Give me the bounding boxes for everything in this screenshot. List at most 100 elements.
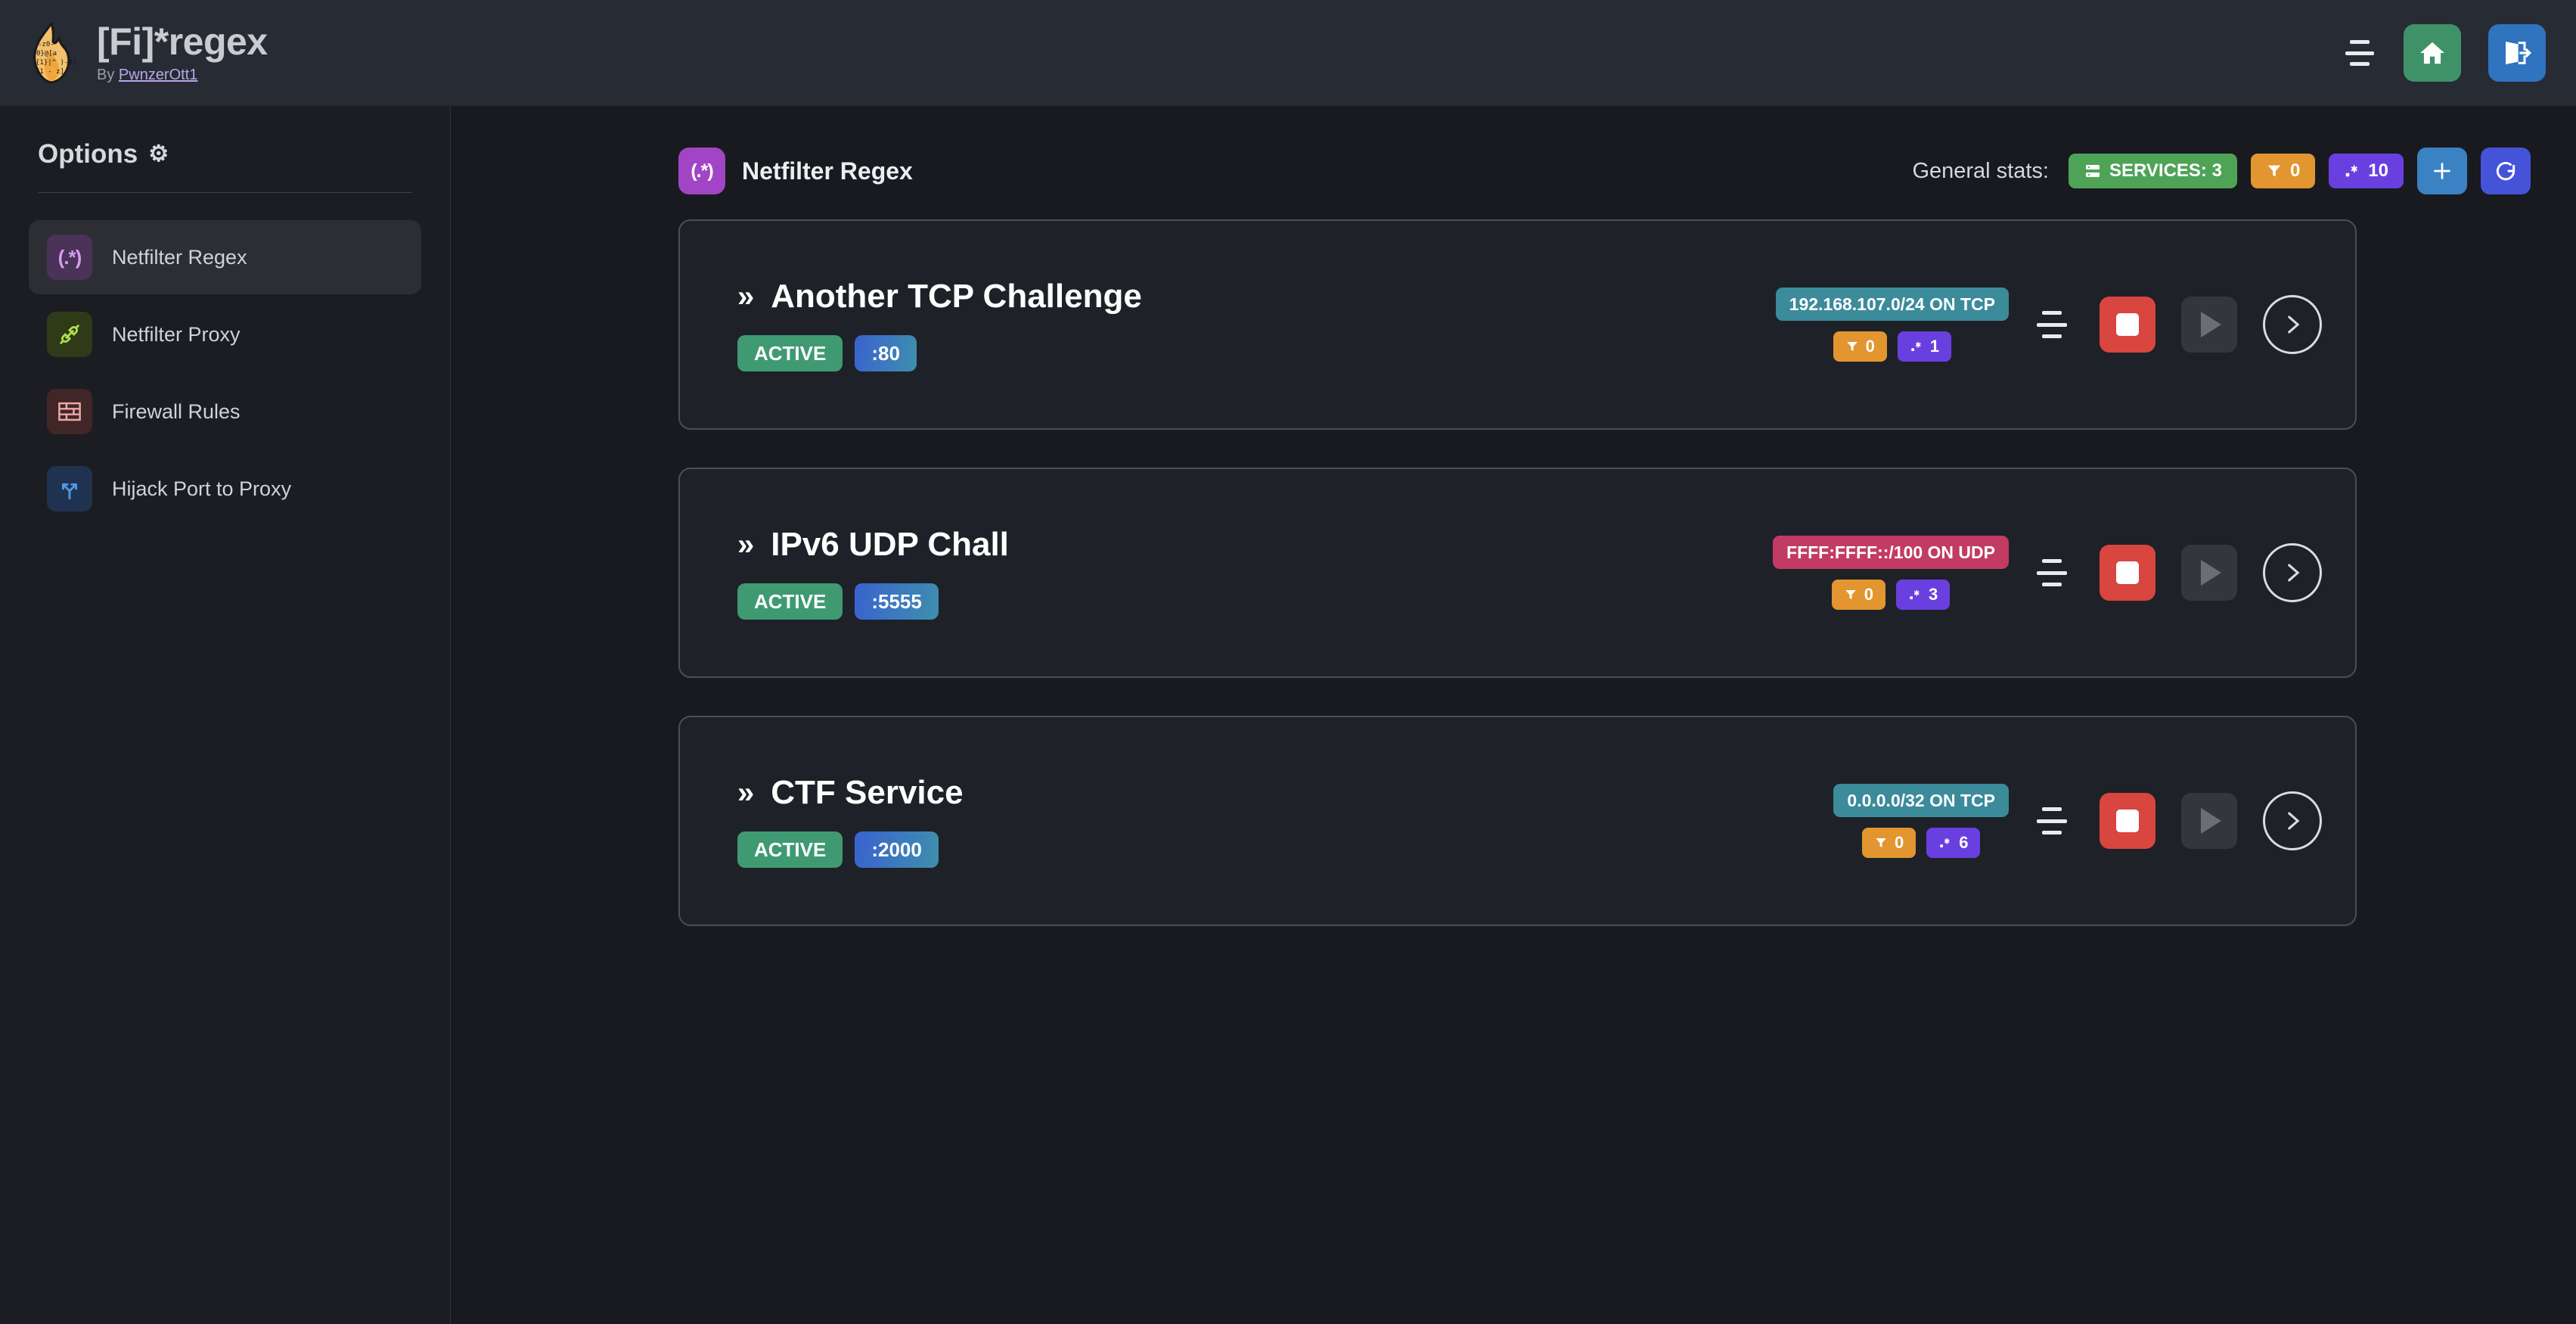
funnel-icon bbox=[1846, 342, 1858, 351]
service-actions: 192.168.107.0/24 ON TCP 0 1 bbox=[1775, 287, 2322, 362]
service-name: IPv6 UDP Chall bbox=[771, 526, 1009, 563]
filters-count-badge: 0 bbox=[1861, 828, 1916, 858]
filters-count-label: 0 bbox=[1865, 337, 1875, 356]
service-info: » CTF Service ACTIVE :2000 bbox=[737, 774, 964, 868]
port-badge: :2000 bbox=[855, 831, 939, 868]
sidebar-item-firewall-rules[interactable]: Firewall Rules bbox=[29, 375, 421, 449]
start-button[interactable] bbox=[2181, 793, 2237, 849]
network-badge: 0.0.0.0/32 ON TCP bbox=[1833, 784, 2009, 817]
service-details-button[interactable] bbox=[2263, 295, 2322, 354]
stop-icon bbox=[2116, 561, 2139, 584]
service-card[interactable]: » IPv6 UDP Chall ACTIVE :5555 FFFF:FFFF:… bbox=[678, 468, 2357, 678]
service-menu-icon[interactable] bbox=[2034, 807, 2069, 834]
add-service-button[interactable] bbox=[2417, 148, 2467, 194]
sidebar-item-label: Firewall Rules bbox=[112, 399, 241, 423]
service-name: CTF Service bbox=[771, 774, 964, 811]
service-title: » Another TCP Challenge bbox=[737, 278, 1142, 315]
sidebar-item-label: Netfilter Regex bbox=[112, 245, 247, 269]
top-bar: -z0- 0}@[a {1}|^ )-9] {1 - z] [Fi]*regex… bbox=[0, 0, 2576, 106]
service-details-button[interactable] bbox=[2263, 543, 2322, 602]
page-title: [Fi]*regex bbox=[97, 20, 268, 64]
sidebar-divider bbox=[38, 192, 412, 193]
home-icon bbox=[2420, 42, 2444, 64]
status-badge: ACTIVE bbox=[737, 583, 843, 620]
service-tags: ACTIVE :80 bbox=[737, 335, 1142, 371]
svg-text:{1}|^ )-9]: {1}|^ )-9] bbox=[36, 59, 76, 67]
sidebar-item-hijack-port-to-proxy[interactable]: Hijack Port to Proxy bbox=[29, 452, 421, 526]
main-header: (.*) Netfilter Regex General stats: SERV… bbox=[452, 106, 2576, 197]
stop-button[interactable] bbox=[2100, 297, 2155, 353]
chevron-right-icon bbox=[2288, 812, 2300, 830]
service-menu-icon[interactable] bbox=[2034, 559, 2069, 586]
hamburger-icon[interactable] bbox=[2343, 40, 2376, 66]
filters-count-badge: 0 bbox=[1833, 331, 1887, 362]
service-title: » CTF Service bbox=[737, 774, 964, 812]
home-button[interactable] bbox=[2404, 24, 2461, 82]
filters-count-badge: 0 bbox=[2250, 154, 2316, 188]
service-card[interactable]: » Another TCP Challenge ACTIVE :80 192.1… bbox=[678, 219, 2357, 430]
regex-icon bbox=[1940, 838, 1950, 847]
play-icon bbox=[2201, 312, 2221, 337]
service-actions: 0.0.0.0/32 ON TCP 0 6 bbox=[1833, 784, 2322, 858]
sidebar-item-netfilter-regex[interactable]: (.*) Netfilter Regex bbox=[29, 220, 421, 294]
service-details-button[interactable] bbox=[2263, 791, 2322, 850]
play-icon bbox=[2201, 560, 2221, 586]
service-network-info: 0.0.0.0/32 ON TCP 0 6 bbox=[1833, 784, 2009, 858]
start-button[interactable] bbox=[2181, 297, 2237, 353]
stop-button[interactable] bbox=[2100, 793, 2155, 849]
regex-icon: (.*) bbox=[678, 148, 725, 194]
regex-icon: (.*) bbox=[47, 235, 92, 280]
regexes-count-label: 1 bbox=[1929, 337, 1940, 356]
brick-wall-icon-glyph bbox=[58, 402, 81, 421]
refresh-icon bbox=[2496, 162, 2515, 181]
byline: By PwnzerOtt1 bbox=[97, 67, 268, 84]
service-actions: FFFF:FFFF::/100 ON UDP 0 3 bbox=[1773, 536, 2322, 610]
service-card[interactable]: » CTF Service ACTIVE :2000 0.0.0.0/32 ON… bbox=[678, 716, 2357, 926]
services-count-badge: SERVICES: 3 bbox=[2068, 154, 2237, 188]
service-name: Another TCP Challenge bbox=[771, 278, 1142, 315]
service-title: » IPv6 UDP Chall bbox=[737, 526, 1009, 564]
sidebar-item-netfilter-proxy[interactable]: Netfilter Proxy bbox=[29, 297, 421, 371]
stop-button[interactable] bbox=[2100, 545, 2155, 601]
regexes-count-label: 6 bbox=[1959, 833, 1969, 852]
main-content: (.*) Netfilter Regex General stats: SERV… bbox=[452, 106, 2576, 1324]
network-sub-badges: 0 1 bbox=[1833, 331, 1952, 362]
general-stats-label: General stats: bbox=[1912, 158, 2049, 183]
service-network-info: FFFF:FFFF::/100 ON UDP 0 3 bbox=[1773, 536, 2009, 610]
network-badge: 192.168.107.0/24 ON TCP bbox=[1775, 287, 2009, 321]
filters-count-badge: 0 bbox=[1831, 580, 1885, 610]
arrow-fork-icon-glyph bbox=[62, 483, 77, 500]
service-network-info: 192.168.107.0/24 ON TCP 0 1 bbox=[1775, 287, 2009, 362]
network-sub-badges: 0 3 bbox=[1831, 580, 1951, 610]
svg-text:{1 - z]: {1 - z] bbox=[36, 68, 64, 76]
regexes-count-label: 10 bbox=[2368, 160, 2388, 181]
services-count-label: SERVICES: 3 bbox=[2109, 160, 2222, 181]
refresh-button[interactable] bbox=[2481, 148, 2531, 194]
sidebar-item-label: Netfilter Proxy bbox=[112, 322, 241, 346]
regexes-count-badge: 3 bbox=[1896, 580, 1951, 610]
double-chevron-icon: » bbox=[737, 528, 755, 561]
logout-icon bbox=[2506, 42, 2532, 64]
svg-text:0}@[a: 0}@[a bbox=[36, 50, 57, 57]
filters-count-label: 0 bbox=[1864, 585, 1873, 604]
regexes-count-badge: 10 bbox=[2329, 154, 2404, 188]
stop-icon bbox=[2116, 810, 2139, 832]
regexes-count-badge: 6 bbox=[1926, 828, 1981, 858]
regex-icon-glyph: (.*) bbox=[691, 160, 713, 182]
funnel-icon bbox=[1845, 590, 1856, 599]
network-sub-badges: 0 6 bbox=[1861, 828, 1981, 858]
status-badge: ACTIVE bbox=[737, 831, 843, 868]
plug-icon bbox=[47, 312, 92, 357]
sidebar-item-label: Hijack Port to Proxy bbox=[112, 477, 292, 500]
start-button[interactable] bbox=[2181, 545, 2237, 601]
logout-button[interactable] bbox=[2488, 24, 2546, 82]
filters-count-label: 0 bbox=[2289, 160, 2301, 181]
regex-icon bbox=[2346, 165, 2358, 177]
service-menu-icon[interactable] bbox=[2034, 311, 2069, 338]
stop-icon bbox=[2116, 313, 2139, 336]
double-chevron-icon: » bbox=[737, 280, 755, 313]
funnel-icon bbox=[2267, 165, 2281, 177]
brand: -z0- 0}@[a {1}|^ )-9] {1 - z] [Fi]*regex… bbox=[0, 22, 268, 84]
author-link[interactable]: PwnzerOtt1 bbox=[118, 66, 198, 83]
server-icon bbox=[2085, 165, 2100, 177]
